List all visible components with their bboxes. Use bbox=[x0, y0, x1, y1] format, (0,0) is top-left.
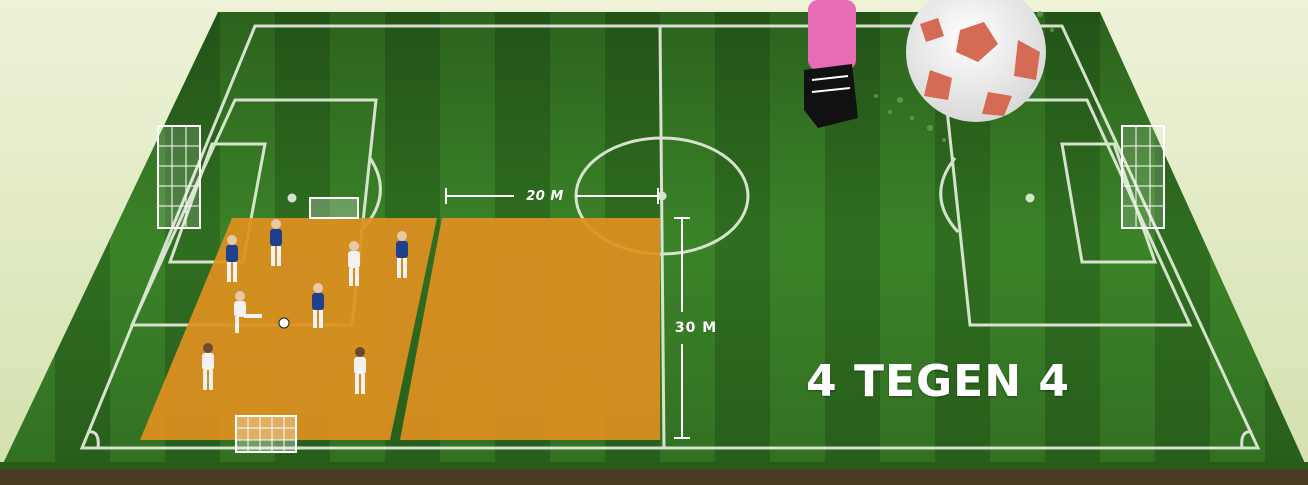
small-goal-top bbox=[310, 198, 358, 218]
right-goal bbox=[1122, 126, 1164, 228]
small-goal-bottom bbox=[236, 416, 296, 452]
small-ball bbox=[279, 318, 289, 328]
width-label: 20 M bbox=[518, 188, 572, 206]
zone-right bbox=[400, 218, 660, 440]
drill-title: 4 TEGEN 4 bbox=[748, 352, 1128, 412]
length-label: 30 M bbox=[668, 318, 724, 338]
kicking-leg bbox=[804, 0, 858, 128]
left-goal bbox=[158, 126, 200, 228]
